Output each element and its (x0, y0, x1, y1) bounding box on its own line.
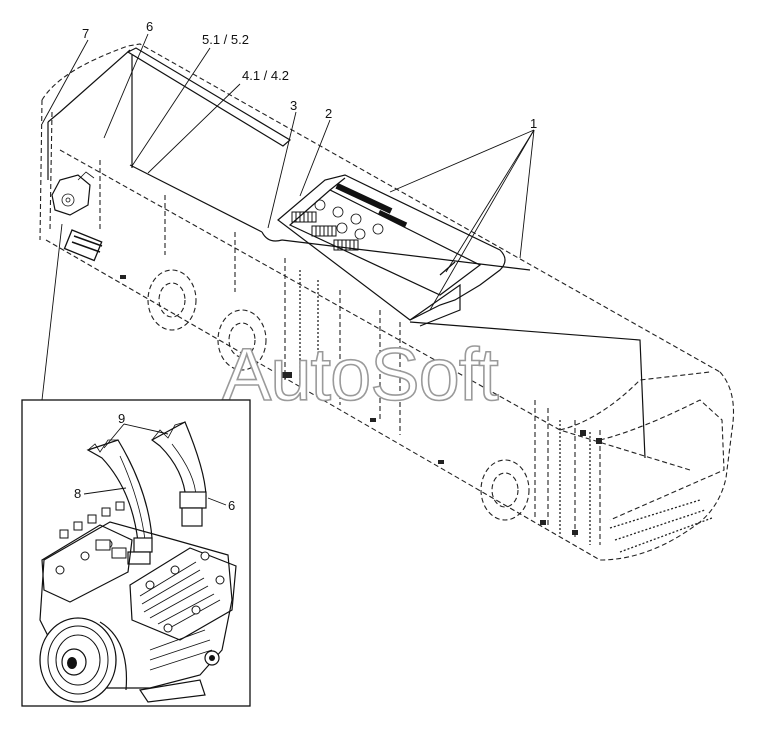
compressor-detail-inset (21, 399, 251, 707)
wheel-front (480, 459, 530, 521)
wheel-rear-1 (147, 269, 197, 331)
callout-4: 4.1 / 4.2 (242, 68, 289, 83)
watermark-text: AutoSoft (222, 333, 499, 416)
callout-7: 7 (82, 26, 89, 41)
roof-ac-unit (277, 174, 506, 327)
rear-compressor-small (51, 171, 103, 262)
bus-outline (39, 43, 735, 561)
callout-5: 5.1 / 5.2 (202, 32, 249, 47)
inset-callout-8: 8 (74, 486, 81, 501)
body-markers (120, 275, 602, 535)
callout-3: 3 (290, 98, 297, 113)
callout-1: 1 (530, 116, 537, 131)
inset-callout-6: 6 (228, 498, 235, 513)
wheel-rear-2 (217, 309, 267, 371)
callout-6: 6 (146, 19, 153, 34)
inset-callout-9: 9 (118, 411, 125, 426)
leader-lines (41, 33, 535, 401)
callout-2: 2 (325, 106, 332, 121)
roof-air-duct (47, 47, 646, 459)
